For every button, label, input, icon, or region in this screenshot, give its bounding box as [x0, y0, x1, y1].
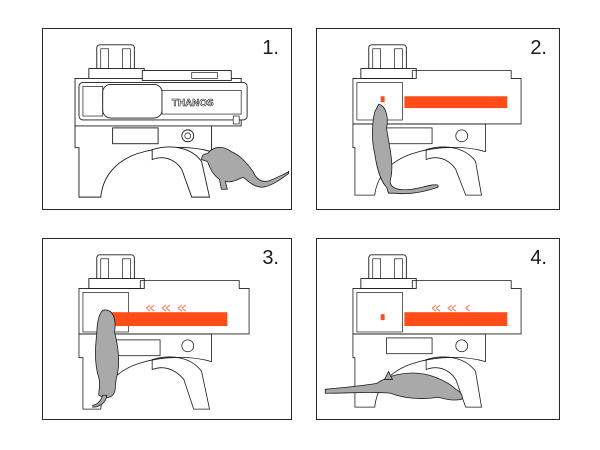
panel-step-2: 2. — [316, 28, 560, 210]
trap-illustration — [324, 254, 522, 408]
trap-illustration: THANOS — [74, 44, 290, 198]
panel-step-4: 4. — [316, 238, 560, 420]
brand-label: THANOS — [172, 98, 214, 109]
step-number: 1. — [262, 37, 279, 59]
step-number: 4. — [530, 247, 547, 269]
panel-step-3: 3. — [42, 238, 292, 420]
trap-illustration — [78, 254, 250, 410]
step-number: 2. — [530, 37, 547, 59]
panel-step-1: 1. THANOS — [42, 28, 292, 210]
step-number: 3. — [262, 247, 279, 269]
trap-illustration — [352, 44, 522, 196]
